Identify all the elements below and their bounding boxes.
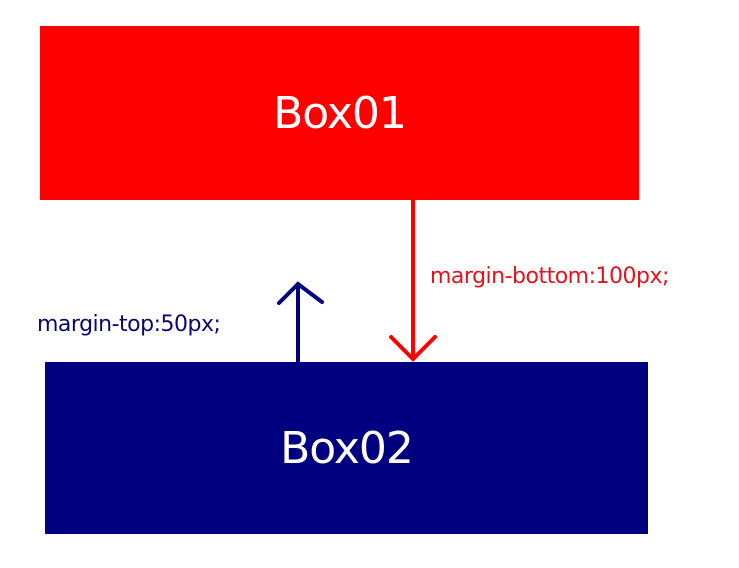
box01: Box01	[40, 26, 639, 200]
box02: Box02	[45, 362, 648, 534]
arrow-up-icon	[277, 281, 324, 364]
margin-bottom-label: margin-bottom:100px;	[430, 264, 669, 289]
margin-top-label: margin-top:50px;	[37, 312, 221, 337]
box02-label: Box02	[280, 422, 414, 474]
arrow-down-icon	[389, 198, 437, 362]
box01-label: Box01	[273, 87, 407, 139]
